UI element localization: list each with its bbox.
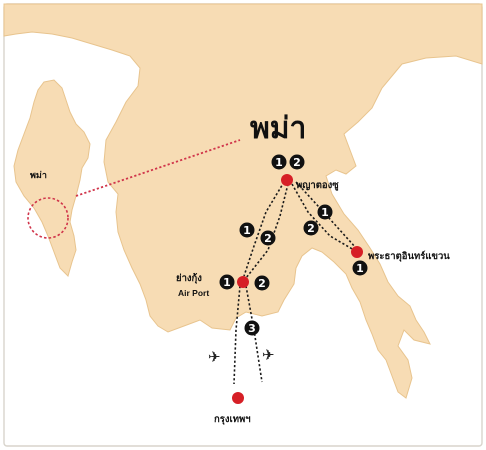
city-marker-phra-that-inthaeng [351, 246, 363, 258]
route-badge: 1 [271, 154, 287, 170]
route-line [291, 183, 355, 251]
route-badge: 2 [254, 275, 270, 291]
city-label-bangkok: กรุงเทพฯ [214, 414, 251, 425]
inset-country-area [13, 79, 91, 277]
route-badge: 2 [260, 230, 276, 246]
route-line [233, 285, 241, 385]
route-badge-number: 1 [223, 276, 231, 289]
route-badge-number: 2 [293, 156, 301, 169]
route-badge: 1 [219, 274, 235, 290]
route-badge: 1 [239, 222, 255, 238]
city-label-yangon-airport: Air Port [178, 288, 209, 298]
zoom-area-circle [27, 197, 69, 239]
route-badge-number: 3 [248, 322, 256, 335]
route-line [243, 181, 285, 277]
route-badge-number: 2 [307, 222, 315, 235]
route-badge-number: 1 [243, 224, 251, 237]
route-line [295, 181, 357, 249]
route-badge-number: 2 [258, 277, 266, 290]
city-label-yangon: ย่างกุ้ง [176, 272, 202, 284]
city-marker-payathonzu [281, 174, 293, 186]
route-badge-number: 1 [321, 206, 329, 219]
route-badge: 3 [244, 320, 260, 336]
mainland-area [3, 3, 483, 399]
route-badge: 1 [352, 260, 368, 276]
city-marker-yangon [237, 276, 249, 288]
route-badge: 2 [289, 154, 305, 170]
city-marker-bangkok [232, 392, 244, 404]
route-badge-number: 1 [356, 262, 364, 275]
city-label-payathonzu: พญาตองซู [296, 180, 339, 192]
inset-title: พม่า [30, 170, 47, 181]
airplane-icon: ✈ [208, 349, 221, 366]
route-badge-number: 1 [275, 156, 283, 169]
map-title: พม่า [250, 111, 306, 146]
airplane-icon: ✈ [262, 347, 275, 364]
route-badge: 1 [317, 204, 333, 220]
route-badge: 2 [303, 220, 319, 236]
city-label-phra-that-inthaeng: พระธาตุอินทร์แขวน [368, 250, 450, 262]
route-badge-number: 2 [264, 232, 272, 245]
